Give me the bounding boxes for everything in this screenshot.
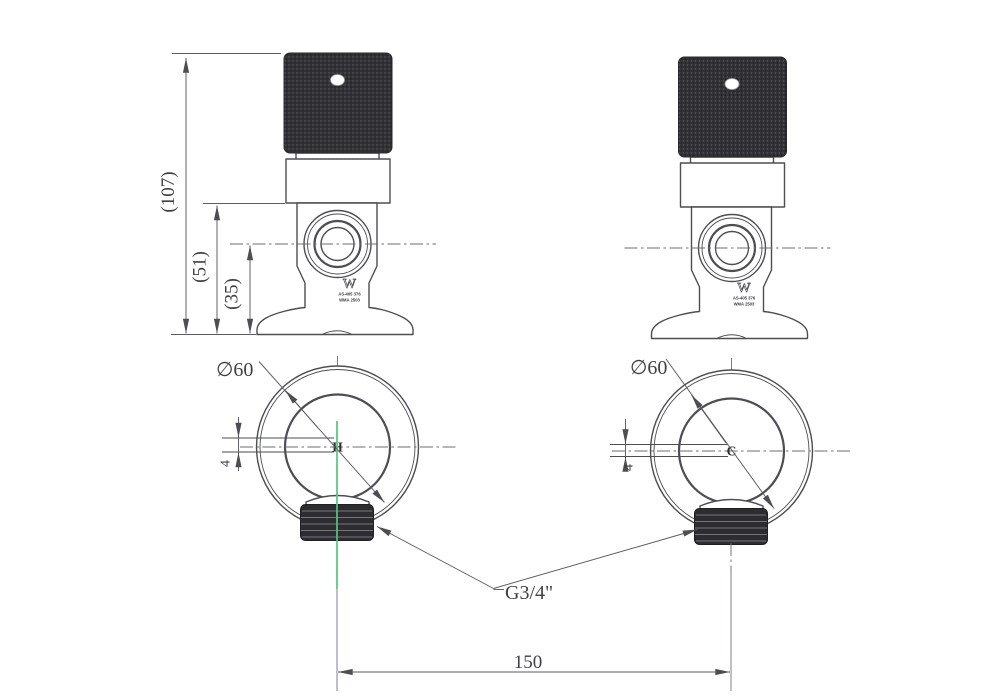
cold-port-marker: C [727,444,737,459]
dimension-centerline-height: (35) [222,245,254,334]
offset-label-left: 4 [219,460,234,467]
tap-spacing-label: 150 [514,652,543,673]
diameter-label-left: ∅60 [216,359,253,381]
dimension-diameter-right: ∅60 [630,357,775,509]
dimension-body-height: (51) [190,203,285,334]
dimension-offset-left: 4 [219,417,242,471]
dimension-offset-right: 4 [622,419,637,472]
left-tap-front-view: H [222,356,458,691]
centerline-height-label: (35) [222,278,243,310]
right-tap-side-view [623,55,832,340]
thread-size-label: G3/4" [505,582,553,604]
diameter-label-right: ∅60 [630,357,667,379]
thread-size-callout: G3/4" [376,526,698,604]
dimension-overall-height: (107) [158,53,281,335]
offset-label-right: 4 [622,464,637,471]
overall-height-label: (107) [158,171,179,212]
dimension-diameter-left: ∅60 [216,359,385,503]
dimension-tap-spacing: 150 [337,652,731,676]
left-tap-side-view [228,51,438,336]
body-height-label: (51) [190,251,211,283]
right-tap-front-view: C [610,358,852,691]
